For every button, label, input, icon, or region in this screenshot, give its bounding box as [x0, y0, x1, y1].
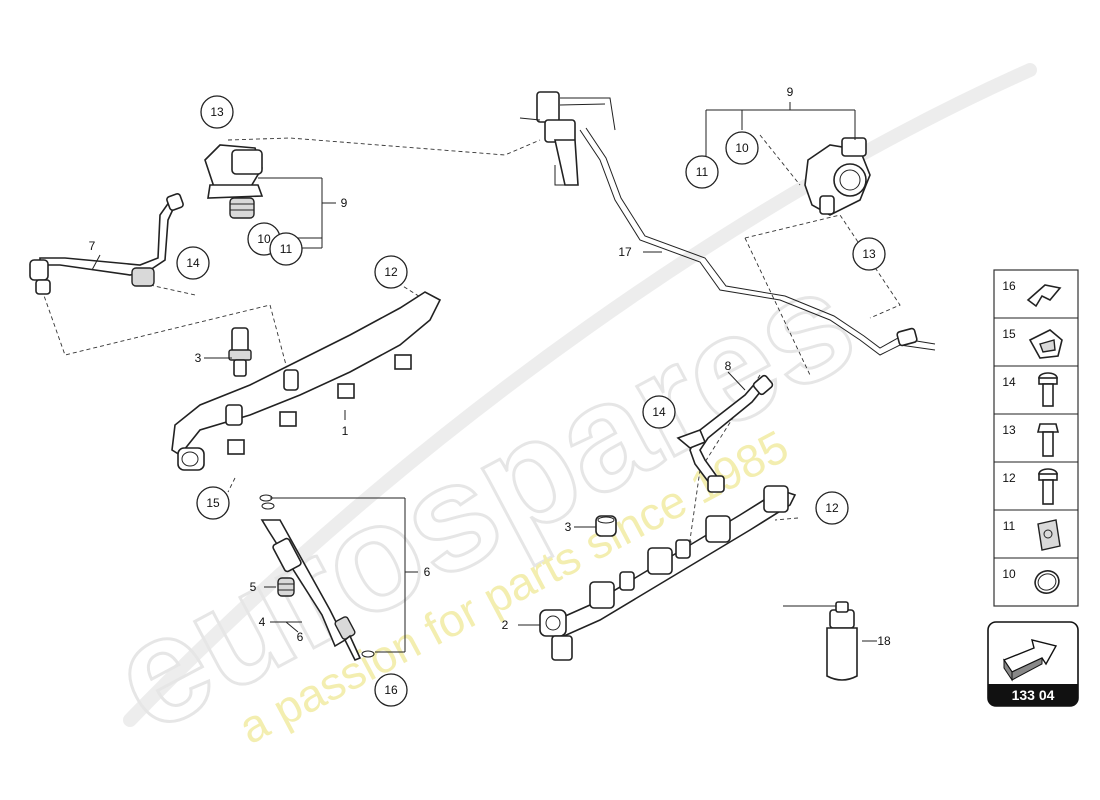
- bracket-clip-icon: [1028, 329, 1063, 359]
- page-ref-number: 133 04: [1012, 687, 1055, 703]
- label-8: 8: [725, 359, 732, 373]
- arrow-icon: [1002, 639, 1058, 682]
- label-6-below: 6: [297, 630, 304, 644]
- callout-13-left: 13: [200, 95, 234, 129]
- svg-text:12: 12: [1002, 471, 1016, 485]
- label-18: 18: [877, 634, 891, 648]
- svg-text:10: 10: [257, 232, 271, 246]
- o-ring-icon: [1034, 570, 1060, 594]
- svg-text:10: 10: [1002, 567, 1016, 581]
- torx-bolt-icon: [1038, 372, 1058, 407]
- fuel-hose-7: [29, 193, 184, 295]
- legend-row-13: 13: [1002, 423, 1060, 457]
- callout-11-left: 11: [269, 232, 303, 266]
- legend-row-14: 14: [1002, 372, 1058, 407]
- legend-row-11: 11: [1003, 519, 1061, 551]
- svg-text:12: 12: [825, 501, 839, 515]
- callout-12-left: 12: [374, 255, 408, 289]
- svg-text:14: 14: [652, 405, 666, 419]
- spray-can-18: [783, 601, 858, 681]
- svg-text:13: 13: [210, 105, 224, 119]
- label-17: 17: [618, 245, 632, 259]
- callout-16: 16: [374, 673, 408, 707]
- injector-assembly-6: [259, 494, 375, 662]
- svg-text:12: 12: [384, 265, 398, 279]
- svg-text:15: 15: [206, 496, 220, 510]
- svg-text:14: 14: [186, 256, 200, 270]
- svg-text:14: 14: [1002, 375, 1016, 389]
- label-1: 1: [342, 424, 349, 438]
- torx-bolt-long-icon: [1038, 468, 1058, 505]
- leader-lines: [91, 102, 877, 653]
- svg-text:16: 16: [384, 683, 398, 697]
- callout-15: 15: [196, 486, 230, 520]
- callout-10-right: 10: [725, 131, 759, 165]
- callout-11-right: 11: [685, 155, 719, 189]
- clip-icon: [1026, 284, 1062, 308]
- svg-text:13: 13: [1002, 423, 1016, 437]
- svg-text:16: 16: [1002, 279, 1016, 293]
- svg-text:13: 13: [862, 247, 876, 261]
- pressure-sensor-3-right: [595, 515, 617, 537]
- callout-12-right: 12: [815, 491, 849, 525]
- dashed-assembly-lines: [41, 134, 901, 561]
- page-reference: 133 04: [987, 621, 1079, 707]
- label-3-left: 3: [195, 351, 202, 365]
- callout-13-right: 13: [852, 237, 886, 271]
- label-3-right: 3: [565, 520, 572, 534]
- hex-bolt-icon: [1036, 423, 1060, 457]
- svg-text:11: 11: [280, 242, 293, 256]
- legend-row-16: 16: [1002, 279, 1062, 308]
- svg-text:10: 10: [735, 141, 749, 155]
- legend-row-12: 12: [1002, 468, 1058, 505]
- sleeve-icon: [1037, 519, 1061, 551]
- label-7: 7: [89, 239, 96, 253]
- svg-text:15: 15: [1002, 327, 1016, 341]
- legend-row-15: 15: [1002, 327, 1063, 359]
- label-6-right: 6: [424, 565, 431, 579]
- fuel-rail-2: [539, 485, 797, 661]
- pressure-valve: [536, 91, 560, 123]
- high-pressure-pump-right: [804, 137, 871, 216]
- legend-row-10: 10: [1002, 567, 1060, 594]
- callout-14-left: 14: [176, 246, 210, 280]
- label-5: 5: [250, 580, 257, 594]
- fuel-rail-1: [171, 291, 442, 471]
- label-9-left: 9: [341, 196, 348, 210]
- fuel-hose-8: [676, 374, 774, 493]
- label-9-right: 9: [787, 85, 794, 99]
- label-4: 4: [259, 615, 266, 629]
- svg-text:11: 11: [696, 165, 709, 179]
- fastener-legend: 16 15 14 13: [993, 269, 1079, 607]
- line-fitting: [896, 327, 918, 347]
- callout-14-right: 14: [642, 395, 676, 429]
- seal-5: [277, 577, 295, 597]
- label-2: 2: [502, 618, 509, 632]
- high-pressure-pump-left: [204, 144, 264, 219]
- watermark-swoosh: [123, 63, 1037, 727]
- callouts: 13 9 10 11 7 14 12 3 1 15 5 4 6 6: [89, 85, 891, 707]
- fuel-line-17: [519, 91, 936, 356]
- svg-text:11: 11: [1003, 519, 1016, 533]
- pressure-sensor-3-left: [228, 327, 252, 377]
